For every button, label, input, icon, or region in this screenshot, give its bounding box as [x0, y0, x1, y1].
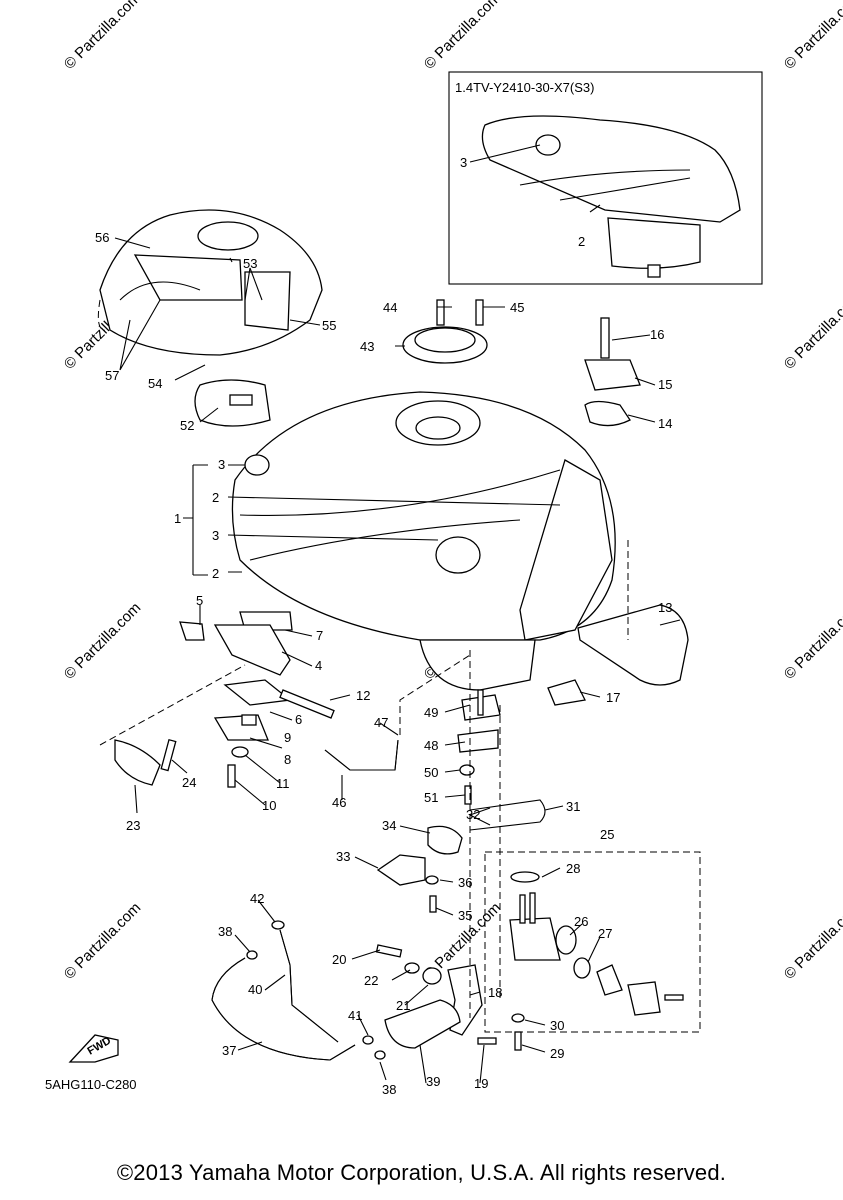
fuel-lines	[211, 689, 546, 1061]
callout-31: 31	[566, 799, 580, 814]
fuel-tank	[231, 391, 616, 691]
reference-lines	[97, 299, 629, 1018]
callout-8: 8	[284, 752, 291, 767]
callout-27: 27	[598, 926, 612, 941]
callout-7: 7	[316, 628, 323, 643]
callout-13: 13	[658, 600, 672, 615]
callout-9: 9	[284, 730, 291, 745]
watermark: © Partzilla.com	[781, 289, 843, 372]
leader-lines	[114, 144, 681, 1084]
forward-arrow: FWD	[68, 1034, 119, 1063]
callouts: 1 2 2 2 3 3 3 4 5 6 7 8 9 10 11 12 13 14…	[95, 155, 672, 1097]
watermark: © Partzilla.com	[61, 899, 144, 982]
callout-46: 46	[332, 795, 346, 810]
callout-53: 53	[243, 256, 257, 271]
callout-43: 43	[360, 339, 374, 354]
copyright-notice: ©2013 Yamaha Motor Corporation, U.S.A. A…	[116, 1160, 727, 1185]
callout-5: 5	[196, 593, 203, 608]
callout-41: 41	[348, 1008, 362, 1023]
inset-label: 1.4TV-Y2410-30-X7(S3)	[455, 80, 594, 95]
callout-11: 11	[276, 776, 290, 791]
callout-47: 47	[374, 715, 388, 730]
diagram-code: 5AHG110-C280	[45, 1077, 137, 1092]
callout-24: 24	[182, 775, 196, 790]
callout-20: 20	[332, 952, 346, 967]
callout-28: 28	[566, 861, 580, 876]
callout-44: 44	[383, 300, 397, 315]
callout-17: 17	[606, 690, 620, 705]
callout-19: 19	[474, 1076, 488, 1091]
callout-12: 12	[356, 688, 370, 703]
callout-18: 18	[488, 985, 502, 1000]
callout-52: 52	[180, 418, 194, 433]
watermark: © Partzilla.com	[421, 0, 504, 73]
callout-4: 4	[315, 658, 322, 673]
watermark: © Partzilla.com	[781, 899, 843, 982]
watermark: © Partzilla.com	[781, 599, 843, 682]
callout-48: 48	[424, 738, 438, 753]
callout-1: 1	[174, 511, 181, 526]
fuel-cap	[402, 299, 488, 364]
callout-36: 36	[458, 875, 472, 890]
callout-22: 22	[364, 973, 378, 988]
callout-32: 32	[466, 807, 480, 822]
callout-26: 26	[574, 914, 588, 929]
callout-45: 45	[510, 300, 524, 315]
callout-23: 23	[126, 818, 140, 833]
callout-37: 37	[222, 1043, 236, 1058]
callout-49: 49	[424, 705, 438, 720]
watermark: © Partzilla.com	[61, 0, 144, 73]
callout-57: 57	[105, 368, 119, 383]
callout-6: 6	[295, 712, 302, 727]
callout-55: 55	[322, 318, 336, 333]
callout-16: 16	[650, 327, 664, 342]
callout-56: 56	[95, 230, 109, 245]
callout-3: 3	[460, 155, 467, 170]
fuel-pump-assembly	[375, 944, 497, 1049]
fuel-cock-assembly	[484, 851, 701, 1051]
callout-51: 51	[424, 790, 438, 805]
callout-10: 10	[262, 798, 276, 813]
callout-29: 29	[550, 1046, 564, 1061]
callout-42: 42	[250, 891, 264, 906]
callout-38: 38	[382, 1082, 396, 1097]
inset-panel: 1.4TV-Y2410-30-X7(S3)	[448, 71, 763, 285]
left-brackets	[114, 611, 335, 788]
callout-39: 39	[426, 1074, 440, 1089]
watermark: © Partzilla.com	[781, 0, 843, 73]
callout-30: 30	[550, 1018, 564, 1033]
callout-2: 2	[212, 566, 219, 581]
callout-25: 25	[600, 827, 614, 842]
callout-35: 35	[458, 908, 472, 923]
callout-15: 15	[658, 377, 672, 392]
callout-33: 33	[336, 849, 350, 864]
callout-38: 38	[218, 924, 232, 939]
callout-14: 14	[658, 416, 672, 431]
callout-2: 2	[212, 490, 219, 505]
callout-21: 21	[396, 998, 410, 1013]
callout-54: 54	[148, 376, 162, 391]
callout-50: 50	[424, 765, 438, 780]
callout-40: 40	[248, 982, 262, 997]
callout-3: 3	[218, 457, 225, 472]
watermark: © Partzilla.com	[61, 599, 144, 682]
callout-2: 2	[578, 234, 585, 249]
callout-34: 34	[382, 818, 396, 833]
tank-cover-assembly	[99, 209, 323, 427]
callout-3: 3	[212, 528, 219, 543]
